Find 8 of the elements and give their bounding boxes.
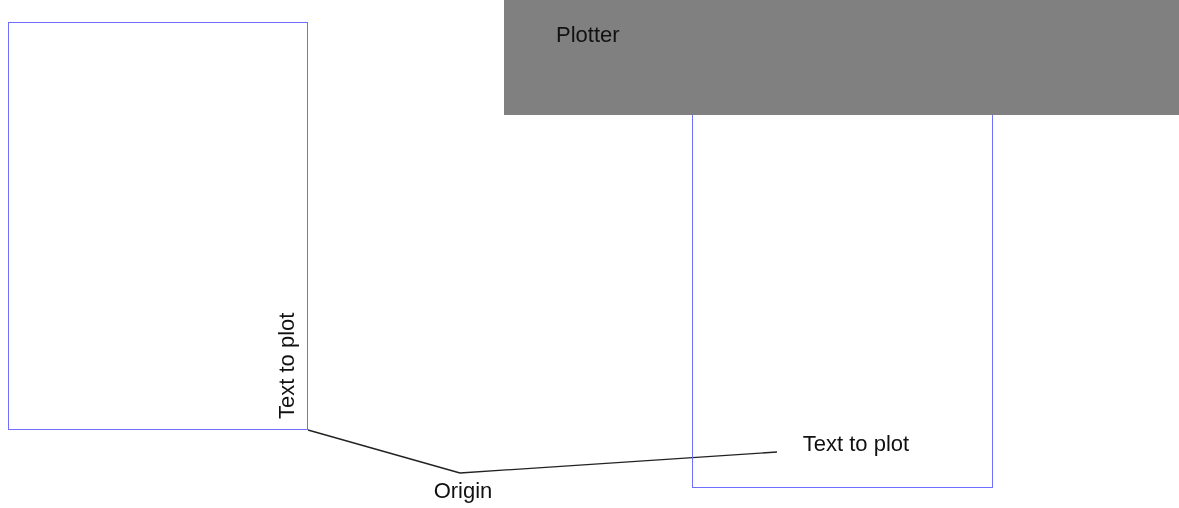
leader-line xyxy=(459,451,778,474)
text-label: Text to plot xyxy=(781,433,931,459)
plotter-carriage: Plotter xyxy=(504,0,1179,115)
paper-sheet xyxy=(8,22,308,430)
rotated-text: Text to plot xyxy=(271,279,303,419)
text-label: Origin xyxy=(418,474,508,506)
paper-sheet xyxy=(692,115,993,488)
leader-line xyxy=(307,429,461,474)
